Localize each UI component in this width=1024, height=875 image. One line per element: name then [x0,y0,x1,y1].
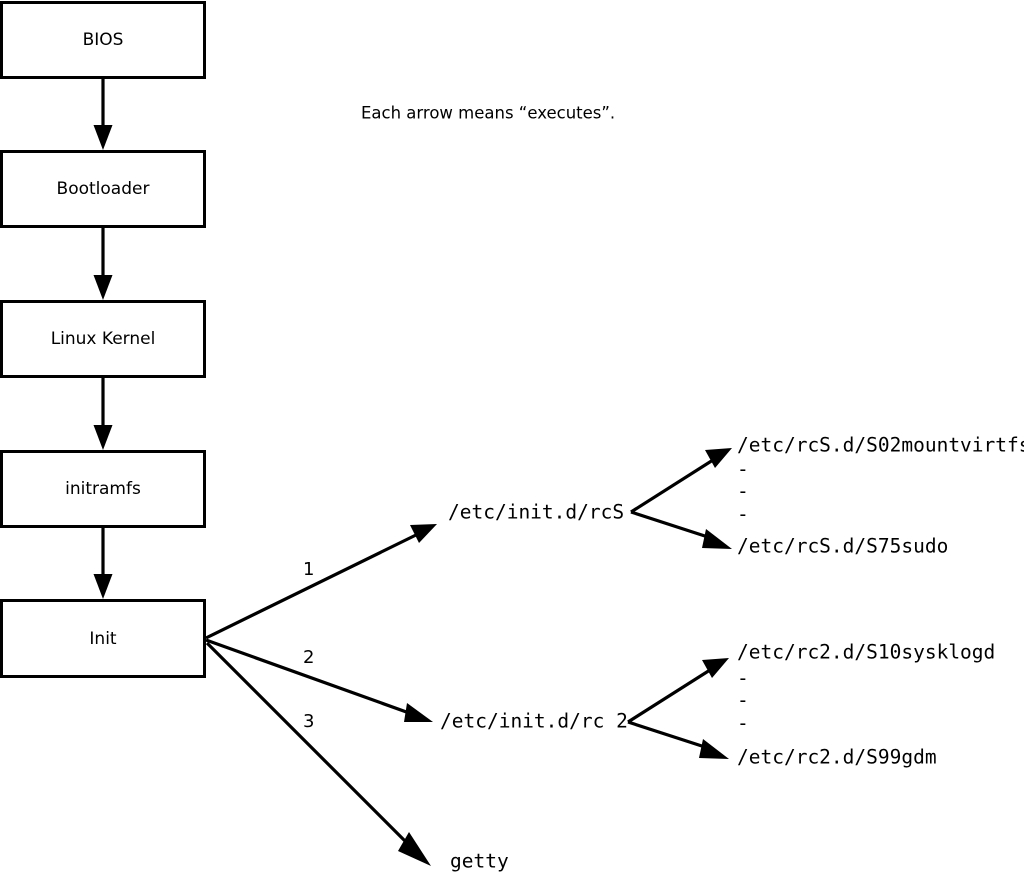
bootloader-label: Bootloader [57,179,150,199]
rc2-ellipsis-dash-2: - [737,689,749,712]
label-rcS-first-script: /etc/rcS.d/S02mountvirtfs [737,434,1024,457]
arrow-initramfs-to-init [93,526,113,599]
arrowhead [93,574,113,599]
arrowhead [93,425,113,450]
edge-label-3: 3 [303,711,314,732]
linux-kernel-label: Linux Kernel [51,329,156,349]
bootloader-box [0,150,206,228]
label-init-d-rc2: /etc/init.d/rc 2 [440,710,628,733]
rcS-ellipsis-dash-3: - [737,503,749,526]
diagram-caption: Each arrow means “executes”. [361,104,615,123]
arrow-rcS-to-last-script [630,510,732,549]
arrow-kernel-to-initramfs [93,377,113,450]
arrow-rcS-to-first-script [630,448,732,514]
label-getty: getty [450,850,509,873]
label-rc2-last-script: /etc/rc2.d/S99gdm [737,746,937,769]
node-init[interactable]: Init [0,599,206,678]
node-bios[interactable]: BIOS [0,1,206,79]
edge-label-2: 2 [303,647,314,668]
arrowhead [398,832,431,866]
arrowhead [705,448,732,468]
arrowhead [93,275,113,300]
label-rc2-first-script: /etc/rc2.d/S10sysklogd [737,641,995,664]
arrowhead [699,739,729,759]
arrowhead [702,529,732,549]
label-init-d-rcS: /etc/init.d/rcS [448,501,624,524]
init-box [0,599,206,678]
arrow-rc2-to-first-script [627,658,729,724]
arrowhead [410,524,437,543]
rc2-ellipsis-dash-3: - [737,712,749,735]
bios-label: BIOS [83,30,124,50]
arrowhead [702,658,729,678]
bios-box [0,1,206,79]
node-linux-kernel[interactable]: Linux Kernel [0,300,206,378]
arrow-init-to-getty [205,641,431,866]
rcS-ellipsis-dash-2: - [737,480,749,503]
initramfs-label: initramfs [65,479,141,499]
arrowhead [93,125,113,150]
rc2-ellipsis-dash-1: - [737,667,749,690]
edge-label-1: 1 [303,559,314,580]
init-label: Init [89,629,117,649]
arrow-rc2-to-last-script [627,720,729,759]
rcS-ellipsis-dash-1: - [737,458,749,481]
node-initramfs[interactable]: initramfs [0,450,206,528]
arrow-bootloader-to-kernel [93,227,113,300]
arrow-bios-to-bootloader [93,77,113,150]
linux-kernel-box [0,300,206,378]
label-rcS-last-script: /etc/rcS.d/S75sudo [737,535,948,558]
arrowhead [404,703,433,722]
arrow-init-to-rcS [205,524,437,640]
arrow-init-to-rc2 [205,638,433,722]
node-bootloader[interactable]: Bootloader [0,150,206,228]
initramfs-box [0,450,206,528]
